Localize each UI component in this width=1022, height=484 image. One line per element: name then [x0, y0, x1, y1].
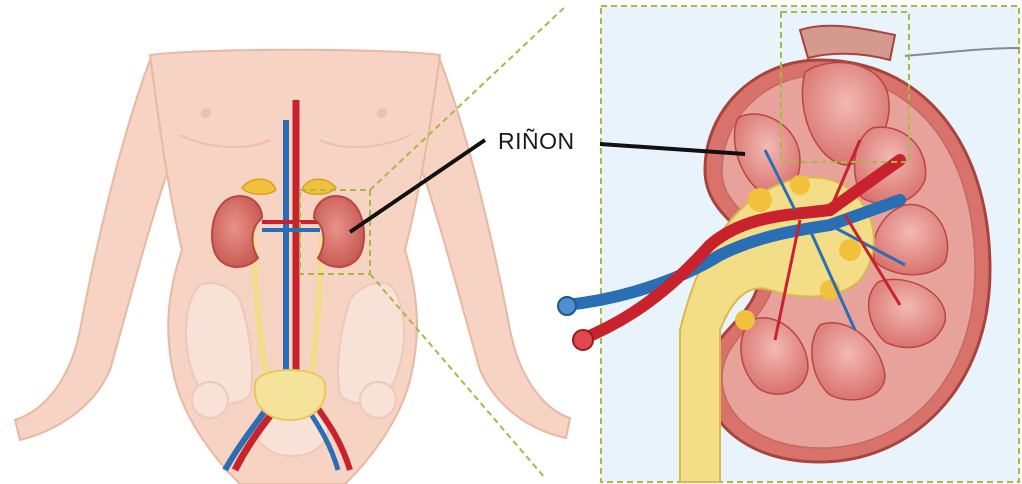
left-nipple — [201, 108, 211, 118]
left-arm — [15, 60, 175, 440]
right-nipple — [377, 108, 387, 118]
right-arm — [415, 60, 570, 438]
bladder — [255, 370, 326, 420]
kidney-label: RIÑON — [498, 128, 575, 155]
